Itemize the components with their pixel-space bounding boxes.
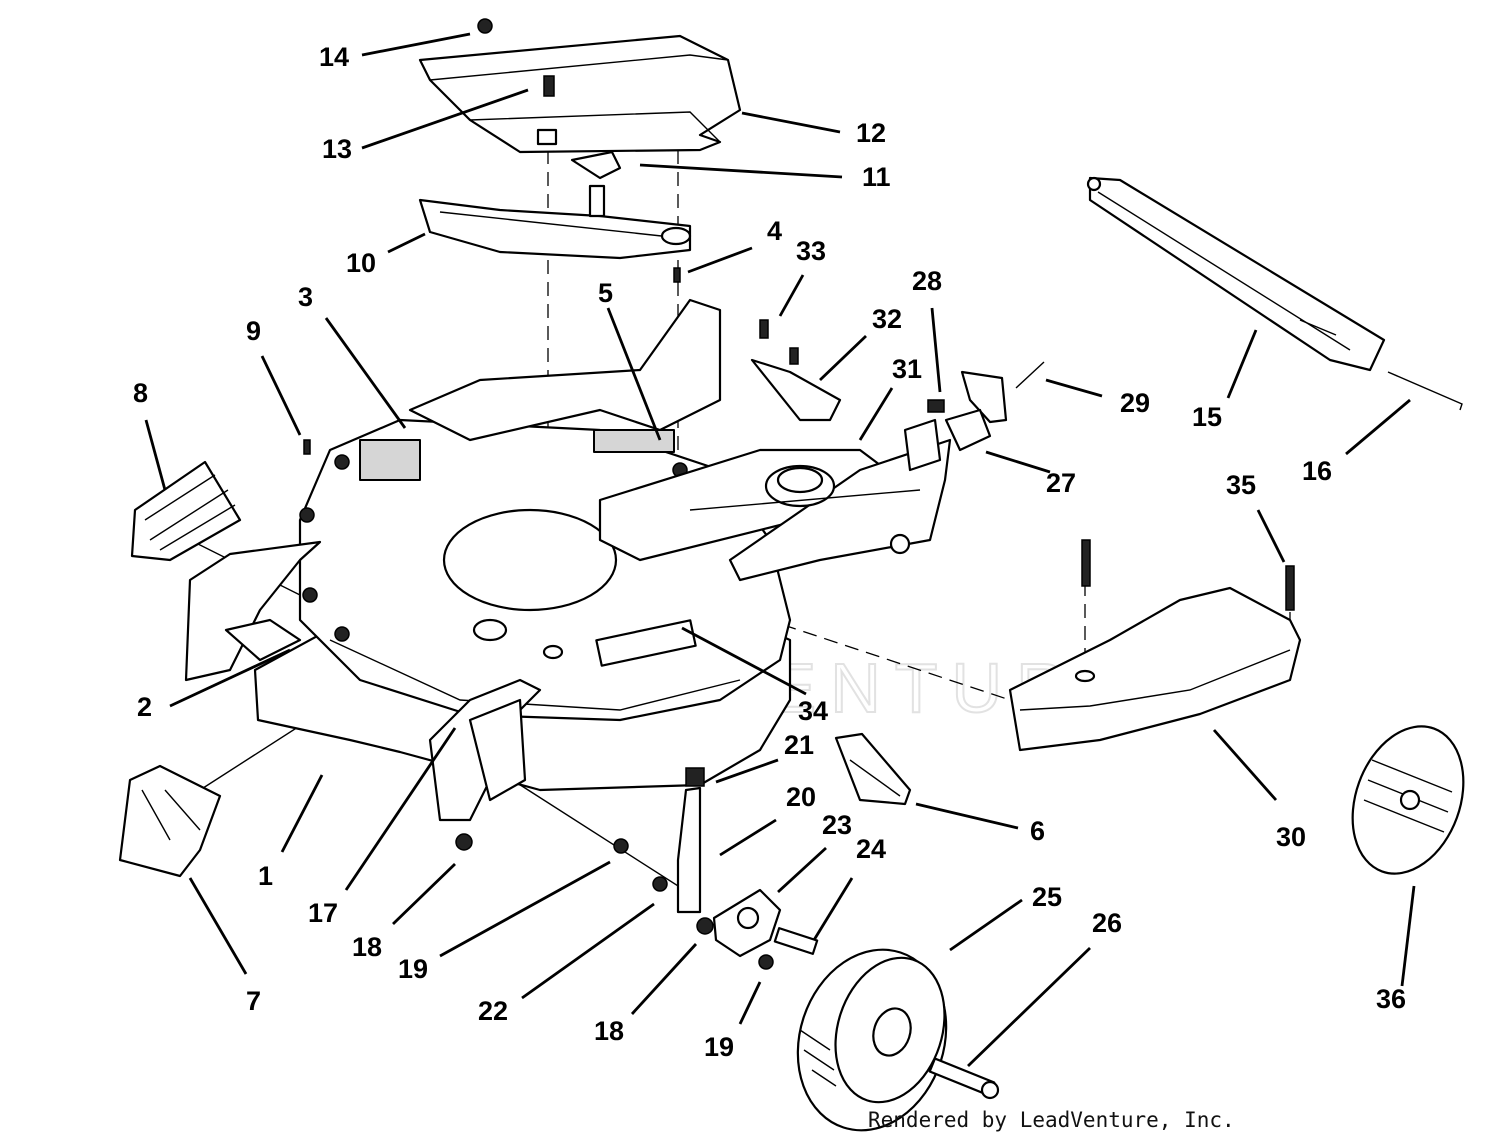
rear-flap-part (1086, 176, 1386, 372)
wedge-part (834, 732, 912, 806)
callout-22: 22 (478, 996, 508, 1026)
callout-24: 24 (856, 834, 886, 864)
render-credit: Rendered by LeadVenture, Inc. (868, 1108, 1235, 1132)
front-flap-part (118, 764, 222, 878)
callout-12: 12 (856, 118, 886, 148)
hinge-rod-part (1387, 371, 1463, 411)
leader-lines (144, 32, 1416, 1068)
mulch-plug-part (418, 184, 692, 283)
callout-19: 19 (398, 954, 428, 984)
callout-25: 25 (1032, 882, 1062, 912)
callout-18: 18 (352, 932, 382, 962)
callout-29: 29 (1120, 388, 1150, 418)
callout-4: 4 (767, 216, 782, 246)
callout-15: 15 (1192, 402, 1222, 432)
callout-2: 2 (137, 692, 152, 722)
callout-30: 30 (1276, 822, 1306, 852)
callout-5: 5 (598, 278, 613, 308)
deflector-plate-part (570, 150, 622, 180)
side-plate-part (130, 460, 242, 562)
callout-16: 16 (1302, 456, 1332, 486)
callout-27: 27 (1046, 468, 1076, 498)
callout-11: 11 (862, 162, 891, 192)
callout-13: 13 (322, 134, 352, 164)
callout-34: 34 (798, 696, 828, 726)
side-skirt-part (428, 678, 542, 822)
callout-26: 26 (1092, 908, 1122, 938)
front-plug-part (184, 540, 322, 682)
wheel-cover-part (1351, 725, 1465, 875)
drive-housing-part (689, 418, 952, 582)
callout-31: 31 (892, 354, 922, 384)
height-adjuster-part (455, 767, 819, 970)
rear-shield-part (1008, 539, 1302, 752)
callout-6: 6 (1030, 816, 1045, 846)
callout-19-lower: 19 (704, 1032, 734, 1062)
callout-labels: 1 2 3 4 5 6 7 8 9 10 11 12 13 14 15 16 1… (133, 42, 1406, 1062)
callout-8: 8 (133, 378, 148, 408)
wheel-part (796, 948, 1000, 1132)
callout-1: 1 (258, 861, 273, 891)
callout-32: 32 (872, 304, 902, 334)
callout-36: 36 (1376, 984, 1406, 1014)
height-bracket-part (927, 361, 1045, 452)
callout-3: 3 (298, 282, 313, 312)
callout-35: 35 (1226, 470, 1256, 500)
callout-28: 28 (912, 266, 942, 296)
callout-23: 23 (822, 810, 852, 840)
callout-7: 7 (246, 986, 261, 1016)
callout-33: 33 (796, 236, 826, 266)
callout-18-lower: 18 (594, 1016, 624, 1046)
callout-20: 20 (786, 782, 816, 812)
callout-21: 21 (784, 730, 814, 760)
cable-bracket-part (750, 319, 842, 422)
callout-14: 14 (319, 42, 349, 72)
callout-9: 9 (246, 316, 261, 346)
callout-10: 10 (346, 248, 376, 278)
discharge-cover-part (418, 18, 742, 154)
callout-17: 17 (308, 898, 338, 928)
